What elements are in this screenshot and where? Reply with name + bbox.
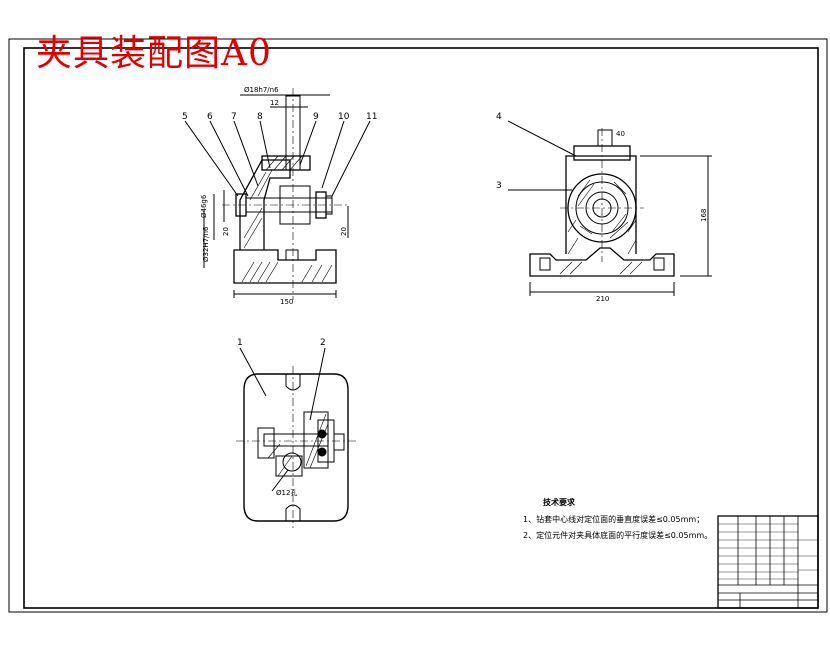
dim-12: 12 xyxy=(270,99,279,107)
callout-3: 3 xyxy=(496,181,502,191)
dim-d18: Ø18h7/n6 xyxy=(244,86,279,94)
front-view xyxy=(184,88,371,300)
callout-5: 5 xyxy=(182,112,188,122)
callout-9: 9 xyxy=(313,112,319,122)
outer-border xyxy=(8,38,828,613)
tech-line-2: 2、定位元件对夹具体底面的平行度误差≤0.05mm。 xyxy=(523,530,713,540)
dim-210: 210 xyxy=(596,295,609,303)
callout-10: 10 xyxy=(338,112,350,122)
drawing-title: 夹具装配图A0 xyxy=(36,33,272,74)
dim-20b: 20 xyxy=(340,227,348,236)
callout-8: 8 xyxy=(257,112,263,122)
callout-7: 7 xyxy=(231,112,237,122)
callout-1: 1 xyxy=(237,338,243,348)
side-view xyxy=(507,120,712,296)
dim-168: 168 xyxy=(700,209,708,222)
dim-40: 40 xyxy=(616,130,625,138)
inner-border xyxy=(23,47,819,609)
callout-2: 2 xyxy=(320,338,326,348)
dim-d32: Ø32H7/n6 xyxy=(202,226,210,262)
tech-heading: 技术要求 xyxy=(543,498,575,507)
dim-20a: 20 xyxy=(222,227,230,236)
labels: 5 6 7 8 9 10 11 4 3 1 2 Ø18h7/n6 12 150 … xyxy=(182,86,708,497)
callout-11: 11 xyxy=(366,112,377,122)
callout-6: 6 xyxy=(207,112,213,122)
dim-slot: Ø12孔 xyxy=(276,489,297,497)
dim-150: 150 xyxy=(280,298,293,306)
dim-d46: Ø46g6 xyxy=(200,194,208,218)
title-block xyxy=(717,515,819,609)
callout-4: 4 xyxy=(496,112,502,122)
tech-line-1: 1、钻套中心线对定位面的垂直度误差≤0.05mm； xyxy=(523,514,705,524)
top-view xyxy=(236,347,356,528)
technical-requirements: 技术要求 1、钻套中心线对定位面的垂直度误差≤0.05mm； 2、定位元件对夹具… xyxy=(523,498,712,546)
